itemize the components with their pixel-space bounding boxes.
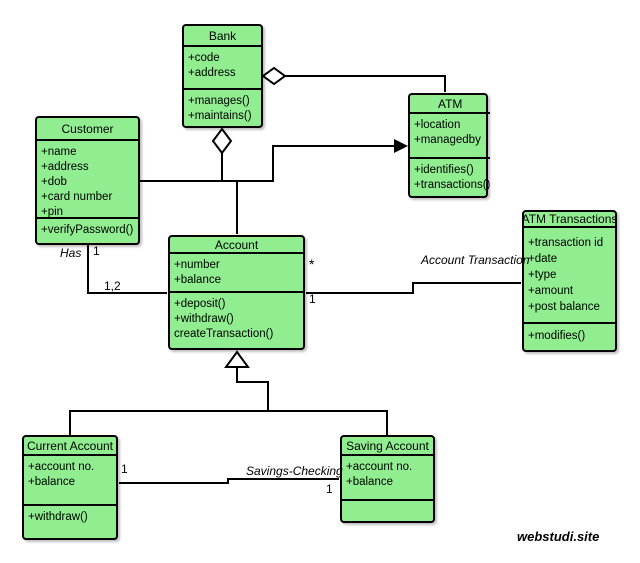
edge-current-saving-association (119, 478, 339, 484)
edge-bank-account-line (221, 153, 238, 234)
member-text: +post balance (528, 301, 600, 313)
member-text: +number (174, 259, 220, 271)
member-text: +balance (346, 476, 393, 488)
attributes-compartment: +account no. +balance (342, 456, 433, 501)
attributes-compartment: +location +managedby (410, 114, 491, 159)
member-text: +modifies() (528, 330, 586, 342)
edge-has-line (87, 245, 167, 294)
edge-label-account-transaction: Account Transaction (421, 253, 530, 267)
watermark: webstudi.site (517, 529, 600, 544)
attributes-compartment: +account no. +balance (24, 456, 116, 506)
class-title: Account (170, 237, 303, 254)
member-text: +maintains() (188, 110, 252, 122)
multiplicity-current-end: 1 (121, 462, 128, 476)
member-text: +transaction id (528, 237, 604, 249)
methods-compartment: +verifyPassword() (37, 219, 138, 243)
multiplicity-transaction-end: 1 (309, 292, 316, 306)
member-text: +name (41, 146, 77, 158)
edge-bank-atm-aggregation (261, 66, 446, 92)
member-text: +identifies() (414, 164, 474, 176)
member-text: +balance (28, 476, 75, 488)
generalization-stem-line (236, 367, 269, 411)
class-atm-transactions: ATM Transactions +transaction id +date +ty… (522, 210, 617, 352)
attributes-compartment: +name +address +dob +card number +pin (37, 141, 138, 219)
member-text: +address (41, 161, 89, 173)
class-title: Customer (37, 118, 138, 141)
attributes-compartment: +code +address (184, 47, 261, 90)
member-text: +verifyPassword() (41, 224, 134, 236)
member-text: +card number (41, 191, 113, 203)
class-title: Saving Account (342, 437, 433, 456)
member-text: +type (528, 269, 557, 281)
methods-compartment: +identifies() +transactions() (410, 159, 490, 196)
edge-savings-checking-line (119, 478, 339, 484)
class-account: Account +number +balance +deposit() +withd… (168, 235, 305, 350)
member-text: +account no. (346, 461, 413, 473)
edge-customer-atm-line (140, 145, 396, 182)
attributes-compartment: +number +balance (170, 254, 303, 293)
member-text: +withdraw() (28, 511, 88, 523)
member-text: +balance (174, 274, 221, 286)
class-current-account: Current Account +account no. +balance +wi… (22, 435, 118, 540)
aggregation-diamond-icon (261, 66, 287, 86)
methods-compartment: +deposit() +withdraw() createTransaction() (170, 293, 303, 348)
methods-compartment: +withdraw() (24, 506, 116, 538)
class-bank: Bank +code +address +manages() +maintains(… (182, 24, 263, 128)
member-text: +withdraw() (174, 313, 234, 325)
edge-account-transactions-line (306, 282, 521, 294)
class-title: Current Account (24, 437, 116, 456)
member-text: +pin (41, 206, 64, 218)
attributes-compartment: +transaction id +date +type +amount +post ba… (524, 228, 615, 324)
edge-account-transactions-association (306, 282, 521, 294)
methods-compartment: +manages() +maintains() (184, 90, 261, 126)
member-text: +manages() (188, 95, 250, 107)
class-atm: ATM +location +managedby +identifies() +tr… (408, 93, 491, 198)
arrowhead-icon (394, 139, 408, 153)
member-text: +address (188, 67, 236, 79)
edge-bank-atm-line (285, 75, 446, 92)
member-text: +account no. (28, 461, 95, 473)
edge-customer-account-has (87, 245, 167, 294)
methods-compartment (342, 501, 433, 521)
member-text: +transactions() (414, 179, 491, 191)
member-text: +amount (528, 285, 574, 297)
edge-account-generalization (69, 350, 388, 435)
multiplicity-account-end: 1,2 (104, 279, 121, 293)
multiplicity-account-many: * (309, 256, 315, 272)
methods-compartment: +modifies() (524, 324, 615, 350)
edge-label-has: Has (60, 246, 82, 260)
multiplicity-customer-end: 1 (93, 244, 100, 258)
member-text: +deposit() (174, 298, 226, 310)
member-text: +managedby (414, 134, 481, 146)
generalization-triangle-icon (224, 350, 250, 368)
member-text: +date (528, 253, 558, 265)
member-text: +location (414, 119, 461, 131)
generalization-rail-line (69, 410, 388, 435)
class-title: ATM (410, 95, 491, 114)
class-title: Bank (184, 26, 261, 47)
member-text: +code (188, 52, 220, 64)
edge-label-savings-checking: Savings-Checking (246, 464, 343, 478)
multiplicity-saving-end: 1 (326, 482, 333, 496)
member-text: createTransaction() (174, 328, 274, 340)
class-customer: Customer +name +address +dob +card number +p… (35, 116, 140, 245)
class-saving-account: Saving Account +account no. +balance (340, 435, 435, 523)
class-title: ATM Transactions (524, 212, 615, 228)
edge-customer-atm-association (140, 139, 408, 182)
aggregation-diamond-icon (211, 127, 233, 155)
member-text: +dob (41, 176, 67, 188)
